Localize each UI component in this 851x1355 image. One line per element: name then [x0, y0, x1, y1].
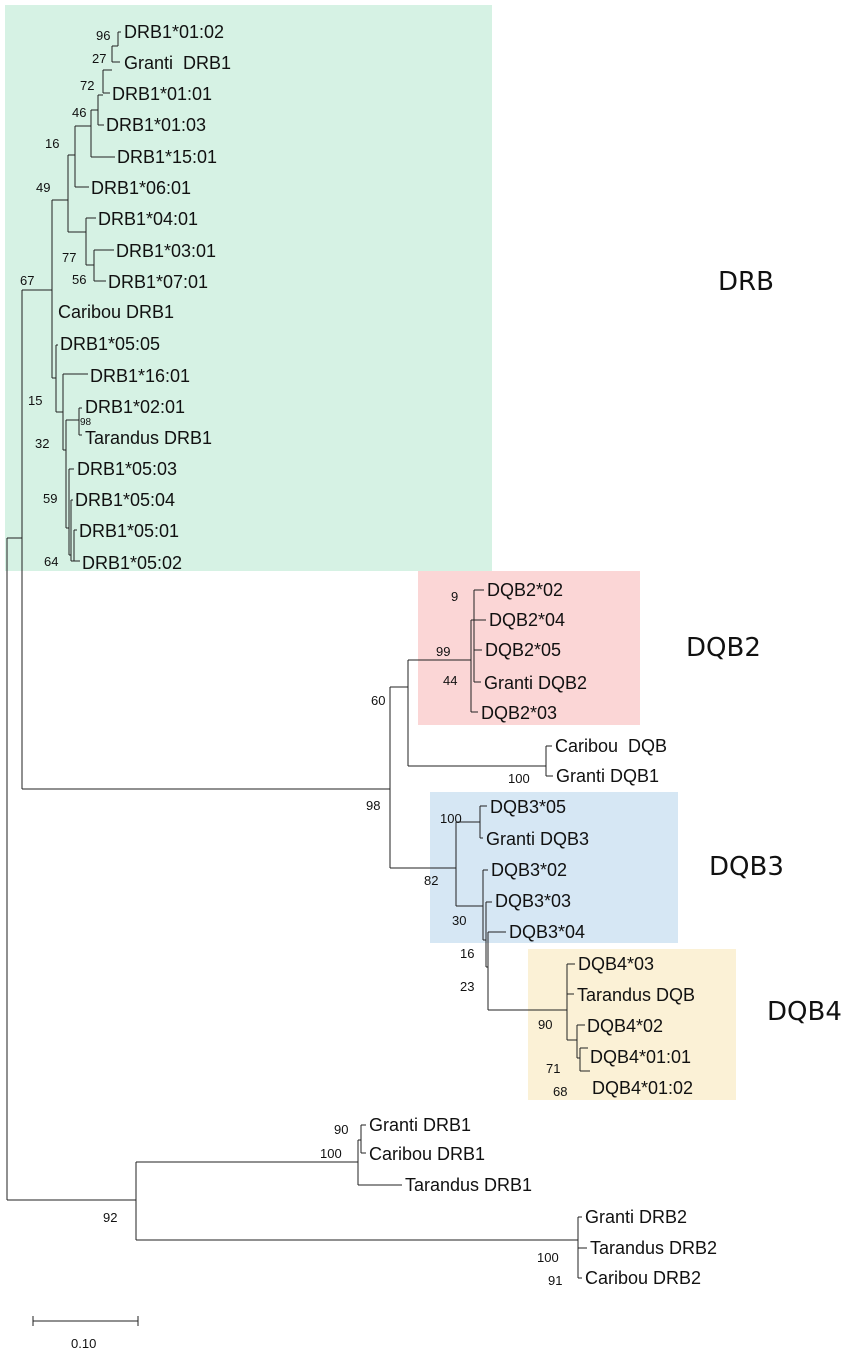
leaf-labels: DRB1*01:02 Granti DRB1 DRB1*01:01 DRB1*0…: [58, 22, 717, 1288]
bootstrap-value: 27: [92, 51, 106, 66]
leaf-label: Caribou DQB: [555, 736, 667, 756]
leaf-label: DRB1*01:01: [112, 84, 212, 104]
bootstrap-value: 82: [424, 873, 438, 888]
leaf-label: DRB1*16:01: [90, 366, 190, 386]
bootstrap-value: 44: [443, 673, 457, 688]
bootstrap-value: 96: [96, 28, 110, 43]
bootstrap-value: 46: [72, 105, 86, 120]
leaf-label: DRB1*05:02: [82, 553, 182, 573]
leaf-label: Tarandus DQB: [577, 985, 695, 1005]
clade-label-dqb3: DQB3: [709, 852, 784, 882]
clade-label-dqb2: DQB2: [686, 633, 761, 663]
leaf-label: DRB1*06:01: [91, 178, 191, 198]
leaf-label: DQB2*03: [481, 703, 557, 723]
bootstrap-value: 92: [103, 1210, 117, 1225]
bootstrap-value: 59: [43, 491, 57, 506]
leaf-label: Granti DRB2: [585, 1207, 687, 1227]
bootstrap-value: 72: [80, 78, 94, 93]
leaf-label: Granti DQB2: [484, 673, 587, 693]
bootstrap-value: 30: [452, 913, 466, 928]
bootstrap-value: 100: [537, 1250, 559, 1265]
leaf-label: DQB2*02: [487, 580, 563, 600]
leaf-label: DRB1*04:01: [98, 209, 198, 229]
bootstrap-value: 67: [20, 273, 34, 288]
scale-bar: 0.10: [32, 1316, 139, 1351]
clade-box-dqb2: [418, 571, 640, 725]
leaf-label: DRB1*07:01: [108, 272, 208, 292]
leaf-label: DRB1*03:01: [116, 241, 216, 261]
leaf-label: DQB4*01:01: [590, 1047, 691, 1067]
clade-label-dqb4: DQB4: [767, 997, 842, 1027]
leaf-label: DQB2*05: [485, 640, 561, 660]
leaf-label: Granti DQB3: [486, 829, 589, 849]
leaf-label: DQB3*04: [509, 922, 585, 942]
leaf-label: DRB1*15:01: [117, 147, 217, 167]
bootstrap-value: 15: [28, 393, 42, 408]
leaf-label: Tarandus DRB1: [405, 1175, 532, 1195]
bootstrap-value: 100: [320, 1146, 342, 1161]
leaf-label: DQB4*01:02: [592, 1078, 693, 1098]
bootstrap-value: 9: [451, 589, 458, 604]
leaf-label: Caribou DRB1: [369, 1144, 485, 1164]
bootstrap-values: 96 27 72 46 16 49 77 56 67 15 98 32 59 6…: [20, 28, 567, 1288]
tree-branches: [6, 31, 590, 1279]
leaf-label: DQB4*03: [578, 954, 654, 974]
bootstrap-value: 100: [440, 811, 462, 826]
clade-box-dqb4: [528, 949, 736, 1100]
leaf-label: Caribou DRB2: [585, 1268, 701, 1288]
leaf-label: DRB1*02:01: [85, 397, 185, 417]
bootstrap-value: 64: [44, 554, 58, 569]
bootstrap-value: 56: [72, 272, 86, 287]
leaf-label: Tarandus DRB2: [590, 1238, 717, 1258]
leaf-label: DRB1*05:04: [75, 490, 175, 510]
bootstrap-value: 77: [62, 250, 76, 265]
bootstrap-value: 98: [80, 417, 92, 428]
bootstrap-value: 71: [546, 1061, 560, 1076]
leaf-label: DRB1*05:01: [79, 521, 179, 541]
bootstrap-value: 100: [508, 771, 530, 786]
leaf-label: DRB1*01:03: [106, 115, 206, 135]
bootstrap-value: 99: [436, 644, 450, 659]
bootstrap-value: 90: [538, 1017, 552, 1032]
bootstrap-value: 16: [460, 946, 474, 961]
bootstrap-value: 16: [45, 136, 59, 151]
leaf-label: DRB1*05:05: [60, 334, 160, 354]
clade-box-drb: [5, 5, 492, 571]
leaf-label: DQB3*02: [491, 860, 567, 880]
clade-label-drb: DRB: [718, 267, 774, 297]
bootstrap-value: 91: [548, 1273, 562, 1288]
leaf-label: Granti DRB1: [369, 1115, 471, 1135]
bootstrap-value: 98: [366, 798, 380, 813]
bootstrap-value: 23: [460, 979, 474, 994]
clade-box-dqb3: [430, 792, 678, 943]
bootstrap-value: 90: [334, 1122, 348, 1137]
leaf-label: DQB2*04: [489, 610, 565, 630]
bootstrap-value: 32: [35, 436, 49, 451]
bootstrap-value: 60: [371, 693, 385, 708]
scale-bar-label: 0.10: [71, 1336, 96, 1351]
leaf-label: DRB1*01:02: [124, 22, 224, 42]
leaf-label: Caribou DRB1: [58, 302, 174, 322]
leaf-label: DQB3*05: [490, 797, 566, 817]
leaf-label: Granti DRB1: [124, 53, 231, 73]
leaf-label: DQB3*03: [495, 891, 571, 911]
bootstrap-value: 68: [553, 1084, 567, 1099]
leaf-label: DQB4*02: [587, 1016, 663, 1036]
bootstrap-value: 49: [36, 180, 50, 195]
leaf-label: Granti DQB1: [556, 766, 659, 786]
leaf-label: DRB1*05:03: [77, 459, 177, 479]
leaf-label: Tarandus DRB1: [85, 428, 212, 448]
